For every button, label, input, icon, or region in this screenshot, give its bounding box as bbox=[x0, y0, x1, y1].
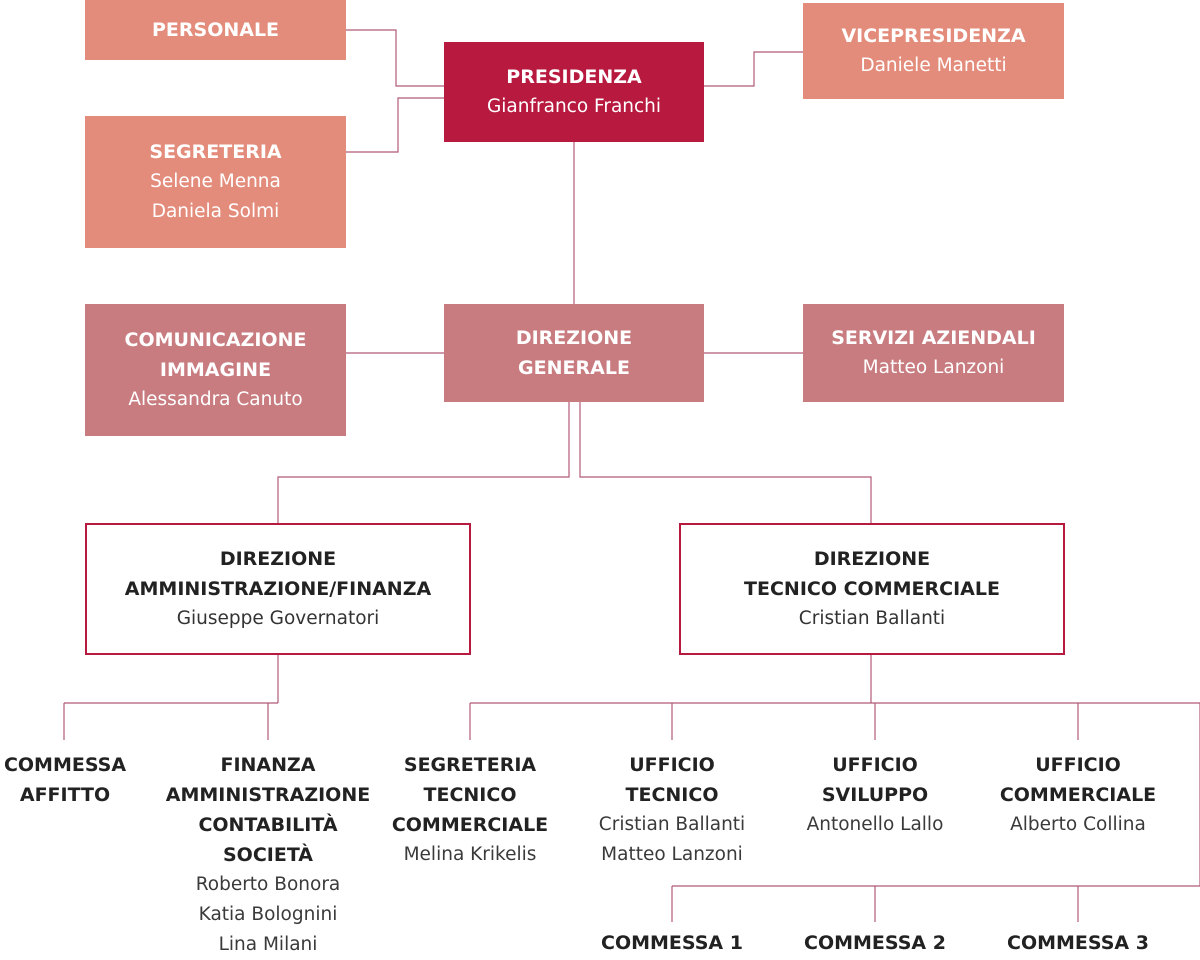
node-names: Roberto Bonora Katia Bolognini Lina Mila… bbox=[195, 874, 341, 955]
node-direzione-tecnico-commerciale: DIREZIONE TECNICO COMMERCIALE Cristian B… bbox=[679, 523, 1065, 655]
node-comunicazione-immagine: COMUNICAZIONE IMMAGINE Alessandra Canuto bbox=[85, 304, 346, 436]
node-names: Melina Krikelis bbox=[403, 844, 537, 865]
connector-personale-presidenza bbox=[346, 29, 444, 87]
node-title: UFFICIO TECNICO bbox=[625, 754, 719, 806]
node-names: Gianfranco Franchi bbox=[486, 96, 662, 117]
node-names: Antonello Lallo bbox=[806, 814, 944, 835]
node-ufficio-tecnico: UFFICIO TECNICO Cristian Ballanti Matteo… bbox=[577, 750, 767, 870]
node-names: Alberto Collina bbox=[1010, 814, 1146, 835]
node-direzione-generale: DIREZIONE GENERALE bbox=[444, 304, 704, 402]
node-title: COMMESSA 1 bbox=[601, 932, 743, 954]
node-names: Matteo Lanzoni bbox=[862, 357, 1005, 378]
connector-dg-tec-comm bbox=[579, 402, 872, 523]
node-names: Alessandra Canuto bbox=[128, 389, 303, 410]
node-direzione-amministrazione-finanza: DIREZIONE AMMINISTRAZIONE/FINANZA Giusep… bbox=[85, 523, 471, 655]
node-ufficio-commerciale: UFFICIO COMMERCIALE Alberto Collina bbox=[983, 750, 1173, 840]
node-title: FINANZA AMMINISTRAZIONE CONTABILITÀ SOCI… bbox=[165, 754, 371, 866]
node-title: COMMESSA 3 bbox=[1007, 932, 1149, 954]
connector-segreteria-presidenza bbox=[346, 97, 444, 153]
connector-commesse-loop bbox=[672, 703, 1200, 887]
node-presidenza: PRESIDENZA Gianfranco Franchi bbox=[444, 42, 704, 142]
node-commessa-affitto: COMMESSA AFFITTO bbox=[0, 750, 130, 810]
node-segreteria: SEGRETERIA Selene Menna Daniela Solmi bbox=[85, 116, 346, 248]
node-title: PRESIDENZA bbox=[506, 66, 642, 88]
node-title: COMMESSA 2 bbox=[804, 932, 946, 954]
node-personale: PERSONALE bbox=[85, 0, 346, 60]
node-title: COMMESSA AFFITTO bbox=[3, 754, 127, 806]
node-finanza: FINANZA AMMINISTRAZIONE CONTABILITÀ SOCI… bbox=[160, 750, 376, 960]
node-title: PERSONALE bbox=[151, 19, 280, 41]
node-title: VICEPRESIDENZA bbox=[841, 25, 1026, 47]
node-names: Daniele Manetti bbox=[860, 55, 1007, 76]
node-vicepresidenza: VICEPRESIDENZA Daniele Manetti bbox=[803, 3, 1064, 99]
node-title: UFFICIO SVILUPPO bbox=[821, 754, 929, 806]
node-title: DIREZIONE GENERALE bbox=[515, 327, 633, 379]
node-names: Giuseppe Governatori bbox=[176, 608, 380, 629]
node-commessa-3: COMMESSA 3 bbox=[993, 928, 1163, 958]
node-ufficio-sviluppo: UFFICIO SVILUPPO Antonello Lallo bbox=[780, 750, 970, 840]
node-title: SEGRETERIA TECNICO COMMERCIALE bbox=[391, 754, 549, 836]
connector-dg-amm-fin bbox=[277, 402, 570, 523]
node-commessa-1: COMMESSA 1 bbox=[587, 928, 757, 958]
node-names: Cristian Ballanti Matteo Lanzoni bbox=[598, 814, 746, 865]
node-title: SERVIZI AZIENDALI bbox=[831, 327, 1036, 349]
node-commessa-2: COMMESSA 2 bbox=[790, 928, 960, 958]
node-segreteria-tecnico-commerciale: SEGRETERIA TECNICO COMMERCIALE Melina Kr… bbox=[375, 750, 565, 870]
node-names: Cristian Ballanti bbox=[798, 608, 946, 629]
node-servizi-aziendali: SERVIZI AZIENDALI Matteo Lanzoni bbox=[803, 304, 1064, 402]
node-title: DIREZIONE AMMINISTRAZIONE/FINANZA bbox=[124, 548, 432, 600]
node-names: Selene Menna Daniela Solmi bbox=[150, 171, 281, 222]
node-title: DIREZIONE TECNICO COMMERCIALE bbox=[744, 548, 1000, 600]
node-title: UFFICIO COMMERCIALE bbox=[999, 754, 1157, 806]
connector-presidenza-vicepresidenza bbox=[704, 51, 803, 87]
node-title: COMUNICAZIONE IMMAGINE bbox=[124, 329, 307, 381]
node-title: SEGRETERIA bbox=[149, 141, 282, 163]
